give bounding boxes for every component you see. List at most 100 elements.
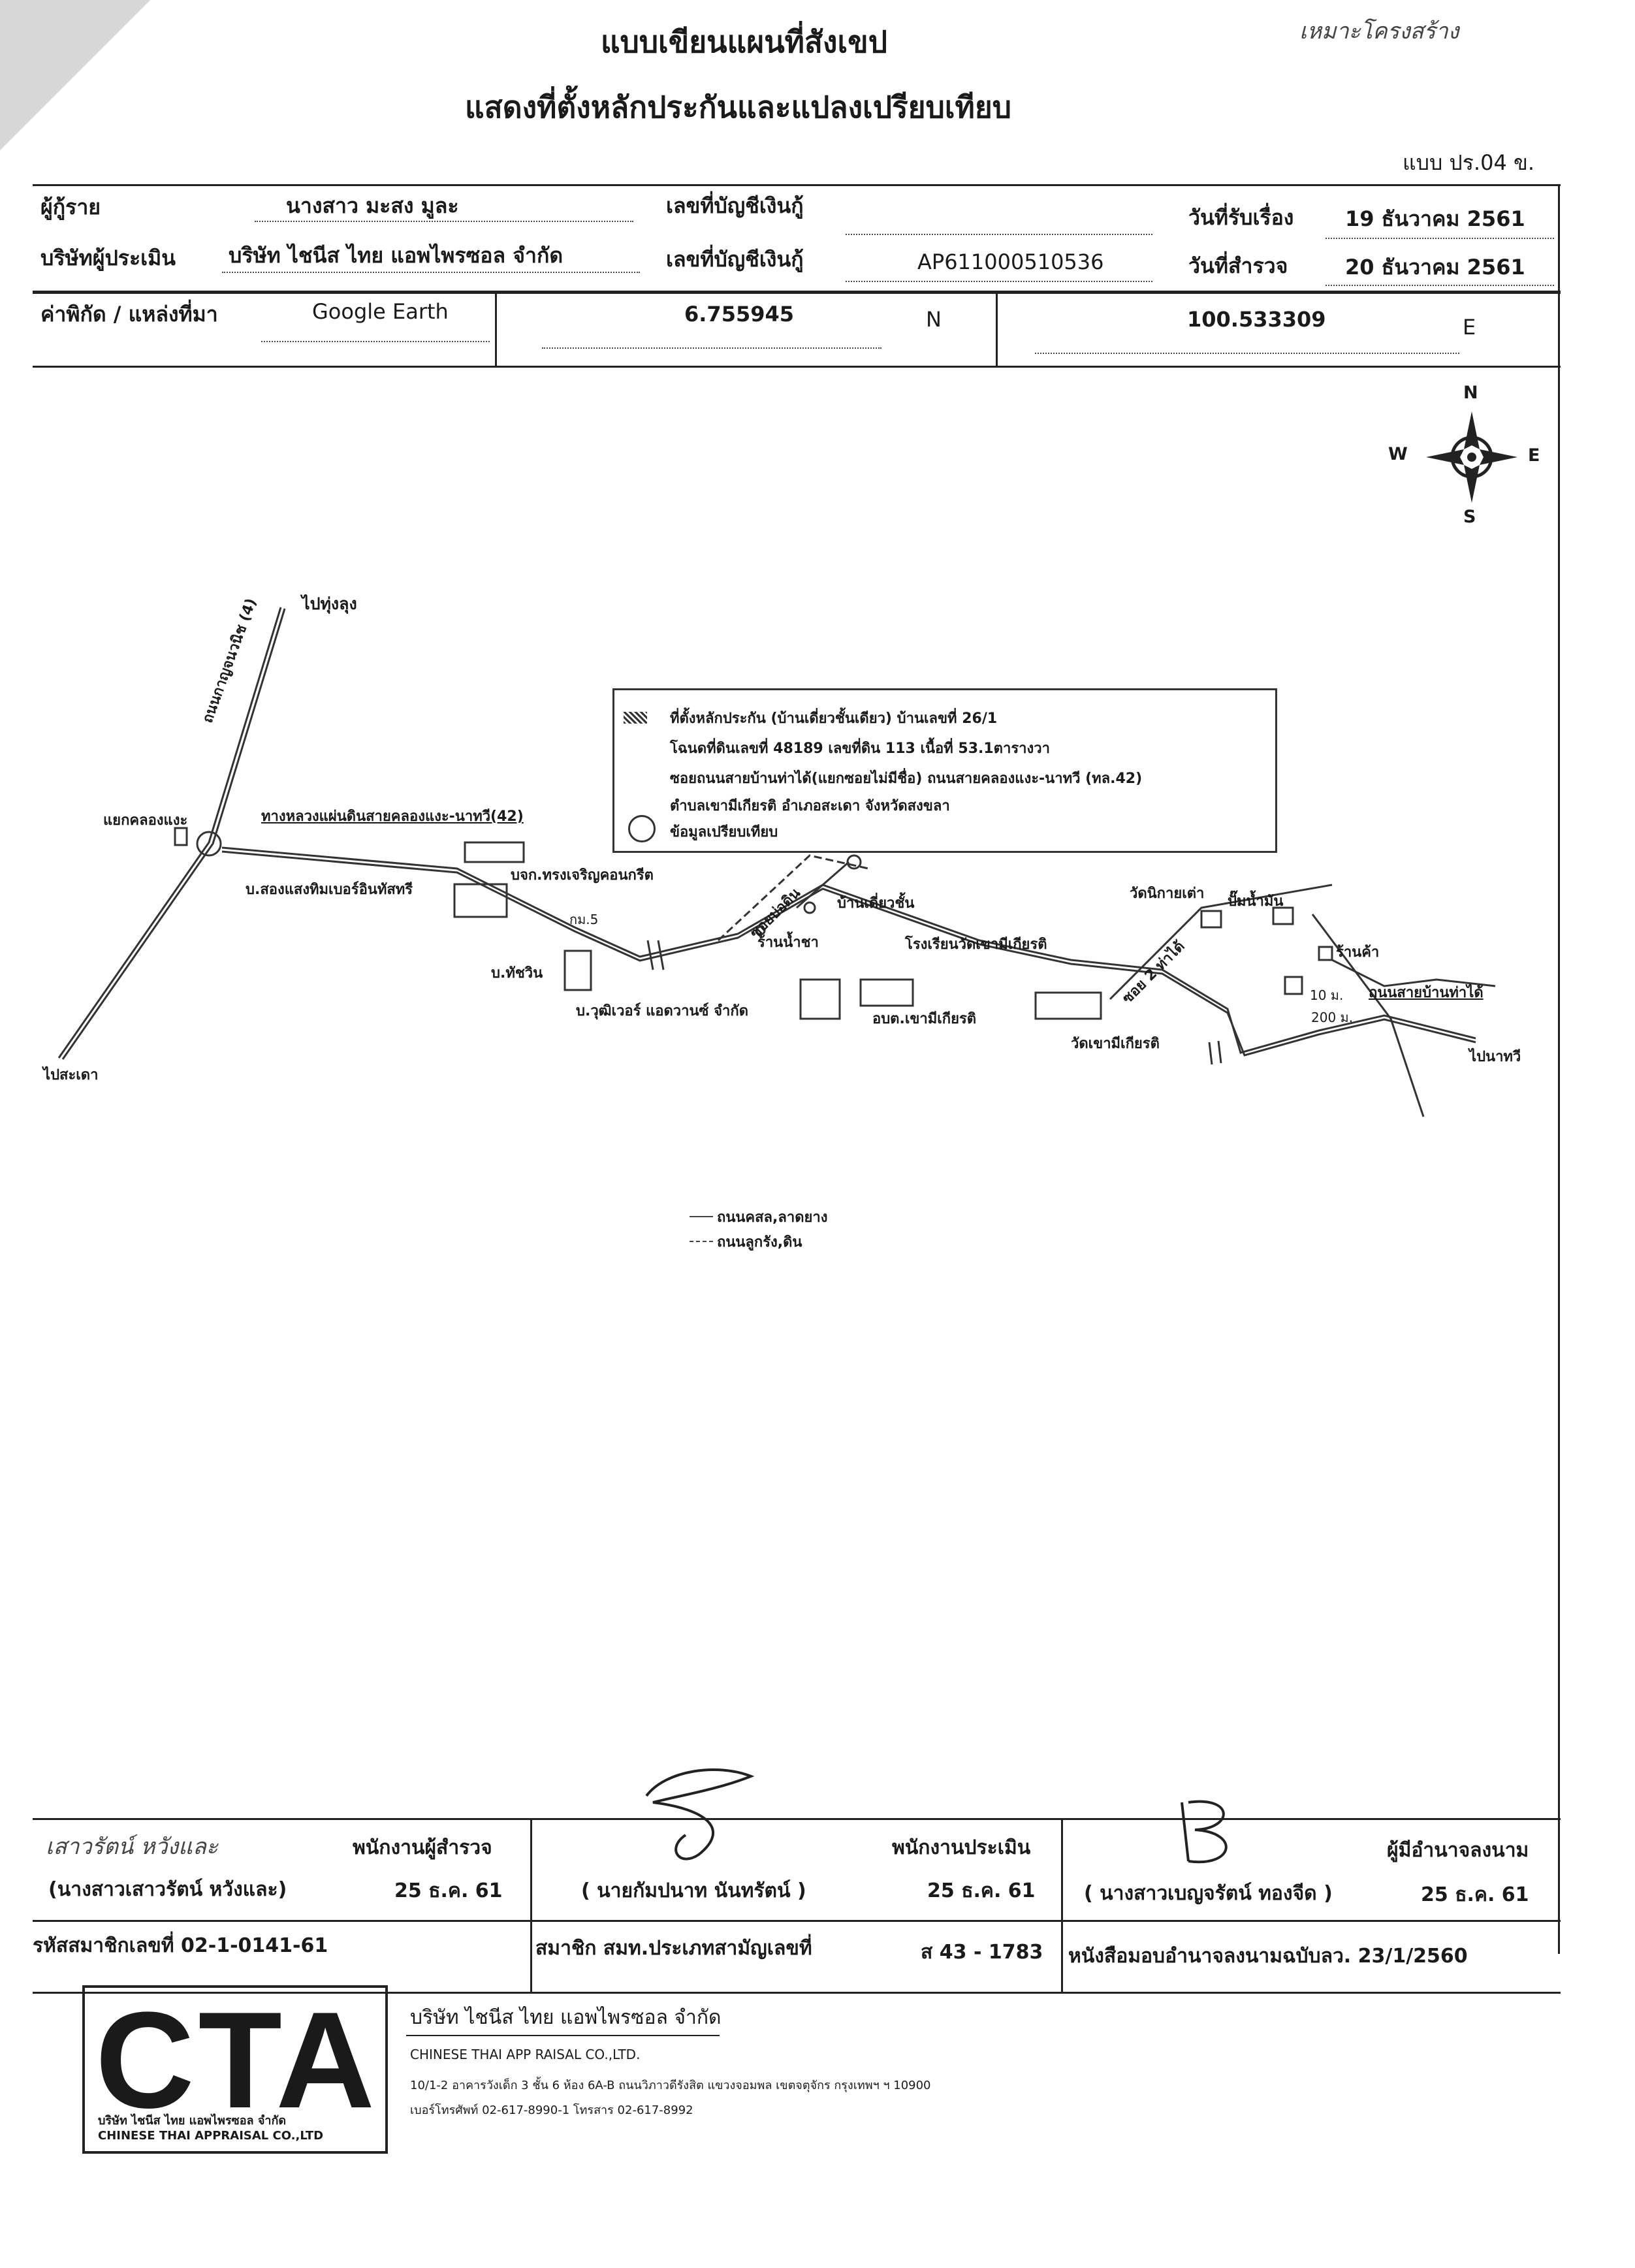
longitude-dir: E xyxy=(1463,315,1476,340)
appraisal-company-underline xyxy=(222,272,640,273)
legend-dirt-road: ถนนลูกรัง,ดิน xyxy=(717,1234,802,1251)
label-to-sadao: ไปสะเดา xyxy=(43,1067,99,1083)
compass-east: E xyxy=(1528,445,1540,466)
received-date-value: 19 ธันวาคม 2561 xyxy=(1345,206,1525,231)
collateral-legend-box xyxy=(612,688,1277,853)
latitude-dir: N xyxy=(926,307,942,332)
scan-corner-shade xyxy=(0,0,150,150)
label-school: โรงเรียนวัดเขามีเกียรติ xyxy=(905,936,1047,953)
authorized-role: ผู้มีอำนาจลงนาม xyxy=(1387,1839,1529,1862)
label-khlong-nae-junction: แยกคลองแงะ xyxy=(103,812,188,829)
appraisal-company-value: บริษัท ไชนีส ไทย แอพไพรซอล จำกัด xyxy=(229,243,564,268)
page-subtitle: แสดงที่ตั้งหลักประกันและแปลงเปรียบเทียบ xyxy=(465,89,1012,125)
legend-comparable: ข้อมูลเปรียบเทียบ xyxy=(670,824,778,840)
page-title: แบบเขียนแผนที่สังเขป xyxy=(601,24,887,59)
legend-paved-road: ถนนคสล,ลาดยาง xyxy=(717,1209,828,1226)
authorized-signature xyxy=(1181,1800,1228,1864)
dirt-road-legend-line xyxy=(690,1241,713,1242)
survey-date-label: วันที่สำรวจ xyxy=(1188,253,1288,278)
label-km5: กม.5 xyxy=(569,912,599,927)
logo-english-name: CHINESE THAI APPRAISAL CO.,LTD xyxy=(98,2129,324,2143)
paved-road-legend-line xyxy=(690,1216,713,1217)
signature-vdivider-2 xyxy=(1061,1818,1063,1992)
compass-south: S xyxy=(1463,507,1476,527)
coord-source: Google Earth xyxy=(312,299,449,324)
label-wat-khaomi: วัดเขามีเกียรติ xyxy=(1071,1036,1160,1052)
longitude-value: 100.533309 xyxy=(1187,307,1326,332)
loan-account-value-2: AP611000510536 xyxy=(917,249,1104,274)
header-top-border xyxy=(33,184,1561,186)
member-assoc-number: ส 43 - 1783 xyxy=(921,1941,1043,1964)
compass-west: W xyxy=(1388,444,1408,464)
latitude-value: 6.755945 xyxy=(684,302,795,327)
logo-letters: CTA xyxy=(95,1983,379,2137)
surveyor-name: (นางสาวเสาวรัตน์ หวังและ) xyxy=(48,1878,287,1901)
page-right-border xyxy=(1558,184,1560,1954)
legend-collateral: ที่ตั้งหลักประกัน (บ้านเดี่ยวชั้นเดียว) … xyxy=(670,711,998,727)
latitude-underline xyxy=(542,347,881,349)
received-date-label: วันที่รับเรื่อง xyxy=(1188,205,1294,230)
survey-date-value: 20 ธันวาคม 2561 xyxy=(1345,255,1525,280)
authorized-date: 25 ธ.ค. 61 xyxy=(1421,1883,1529,1906)
signature-vdivider-1 xyxy=(530,1818,532,1992)
borrower-label: ผู้กู้ราย xyxy=(40,195,101,219)
power-of-attorney: หนังสือมอบอำนาจลงนามฉบับลว. 23/1/2560 xyxy=(1068,1945,1468,1968)
signature-top-border xyxy=(33,1818,1561,1820)
label-shop: ร้านค้า xyxy=(1336,944,1380,961)
footer-phone: เบอร์โทรศัพท์ 02-617-8990-1 โทรสาร 02-61… xyxy=(410,2103,693,2117)
coord-source-underline xyxy=(261,341,490,342)
surveyor-role: พนักงานผู้สำรวจ xyxy=(353,1836,492,1859)
signature-bottom-border xyxy=(33,1992,1561,1994)
label-thatchawin: บ.ทัชวิน xyxy=(491,965,543,982)
label-songsaeng-timber: บ.สองแสงทิมเบอร์อินทัสทรี xyxy=(246,882,413,898)
header-row-divider xyxy=(33,291,1561,294)
footer-company-english: CHINESE THAI APP RAISAL CO.,LTD. xyxy=(410,2047,641,2062)
label-obt-khaomi: อบต.เขามีเกียรติ xyxy=(872,1011,977,1027)
appraiser-signature xyxy=(645,1768,755,1861)
appraisal-company-label: บริษัทผู้ประเมิน xyxy=(40,246,176,270)
signature-mid-border xyxy=(33,1920,1561,1922)
compass-rose-icon xyxy=(1426,411,1517,503)
footer-address: 10/1-2 อาคารวังเด็ก 3 ชั้น 6 ห้อง 6A-B ถ… xyxy=(410,2079,931,2092)
loan-account-underline-1 xyxy=(846,234,1152,235)
member-assoc-label: สมาชิก สมท.ประเภทสามัญเลขที่ xyxy=(535,1937,812,1960)
label-dist-10m: 10 ม. xyxy=(1310,987,1344,1003)
coord-label: ค่าพิกัด / แหล่งที่มา xyxy=(40,302,218,327)
loan-account-label-1: เลขที่บัญชีเงินกู้ xyxy=(666,193,804,218)
header-bottom-border xyxy=(33,366,1561,368)
received-date-underline xyxy=(1325,238,1554,239)
legend-district: ตำบลเขามีเกียรติ อำเภอสะเดา จังหวัดสงขลา xyxy=(670,798,950,814)
form-code: แบบ ปร.04 ข. xyxy=(1403,150,1535,175)
appraiser-name: ( นายกัมปนาท นันทรัตน์ ) xyxy=(581,1879,806,1902)
borrower-value: นางสาว มะสง มูละ xyxy=(286,193,459,218)
label-dist-200m: 200 ม. xyxy=(1311,1010,1354,1025)
member-code: รหัสสมาชิกเลขที่ 02-1-0141-61 xyxy=(33,1934,328,1957)
surveyor-date: 25 ธ.ค. 61 xyxy=(394,1879,503,1902)
label-road-ban-tha-dai: ถนนสายบ้านท่าได้ xyxy=(1369,985,1484,1001)
footer-company-thai: บริษัท ไชนีส ไทย แอพไพรซอล จำกัด xyxy=(410,2006,722,2029)
label-highway-42: ทางหลวงแผ่นดินสายคลองแงะ-นาทวี(42) xyxy=(261,808,524,825)
logo-thai-name: บริษัท ไชนีส ไทย แอพไพรซอล จำกัด xyxy=(98,2114,287,2128)
longitude-underline xyxy=(1035,353,1459,354)
footer-company-underline xyxy=(406,2035,720,2036)
header-vdivider-1 xyxy=(495,291,497,366)
loan-account-underline-2 xyxy=(846,281,1152,282)
loan-account-label-2: เลขที่บัญชีเงินกู้ xyxy=(666,247,804,272)
appraiser-role: พนักงานประเมิน xyxy=(892,1836,1031,1859)
surveyor-signature: เสาวรัตน์ หวังและ xyxy=(46,1834,219,1860)
survey-date-underline xyxy=(1325,285,1554,286)
compass-north: N xyxy=(1463,383,1478,403)
label-single-house: บ้านเดี่ยวชั้น xyxy=(837,895,915,912)
company-logo: CTA บริษัท ไชนีส ไทย แอพไพรซอล จำกัด CHI… xyxy=(82,1985,388,2154)
label-to-thung-lung: ไปทุ่งลุง xyxy=(302,594,357,613)
legend-soi: ซอยถนนสายบ้านท่าได้(แยกซอยไม่มีชื่อ) ถนน… xyxy=(670,771,1143,787)
borrower-underline xyxy=(255,221,633,222)
header-vdivider-2 xyxy=(996,291,998,366)
label-to-na-thawi: ไปนาทวี xyxy=(1469,1049,1521,1065)
hatch-legend-icon xyxy=(624,712,647,724)
handwritten-corner-note: เหมาะโครงสร้าง xyxy=(1299,18,1459,44)
label-pom-fuel: ปั๊มน้ำมัน xyxy=(1228,893,1284,910)
appraiser-date: 25 ธ.ค. 61 xyxy=(927,1879,1036,1902)
authorized-name: ( นางสาวเบญจรัตน์ ทองจีด ) xyxy=(1084,1882,1333,1905)
